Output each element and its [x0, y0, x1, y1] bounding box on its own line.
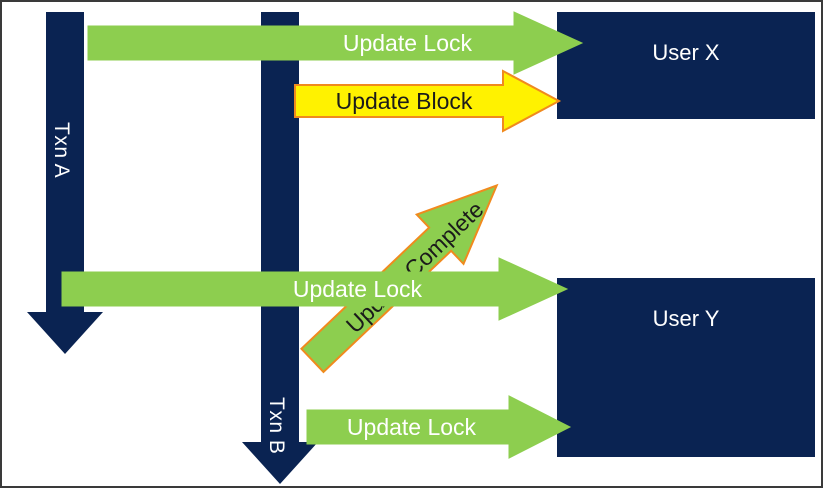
- arrow-update-block-shape: [294, 69, 562, 133]
- lifeline-txn-a-shaft: [46, 12, 84, 312]
- lifeline-txn-b-shaft: [261, 12, 299, 442]
- lifeline-txn-a: Txn A: [27, 12, 103, 358]
- lifeline-txn-b: Txn B: [242, 12, 318, 486]
- user-box-user-x[interactable]: User X: [557, 12, 815, 119]
- arrow-update-lock-3[interactable]: Update Lock: [306, 395, 572, 459]
- arrow-update-lock-1[interactable]: Update Lock: [87, 11, 584, 75]
- user-x-label: User X: [652, 40, 720, 65]
- arrow-update-lock-2-shape: [61, 257, 569, 321]
- arrow-update-block[interactable]: Update Block: [294, 69, 562, 133]
- lifeline-txn-b-arrowhead: [242, 442, 318, 484]
- arrow-update-lock-1-shape: [87, 11, 584, 75]
- user-y-label: User Y: [652, 306, 720, 331]
- lifeline-txn-a-arrowhead: [27, 312, 103, 354]
- lifeline-txn-a-label: Txn A: [50, 122, 73, 179]
- user-box-user-y[interactable]: User Y: [557, 278, 815, 457]
- lifeline-txn-b-label: Txn B: [265, 397, 288, 455]
- arrow-update-lock-2[interactable]: Update Lock: [61, 257, 569, 321]
- arrow-update-lock-3-shape: [306, 395, 572, 459]
